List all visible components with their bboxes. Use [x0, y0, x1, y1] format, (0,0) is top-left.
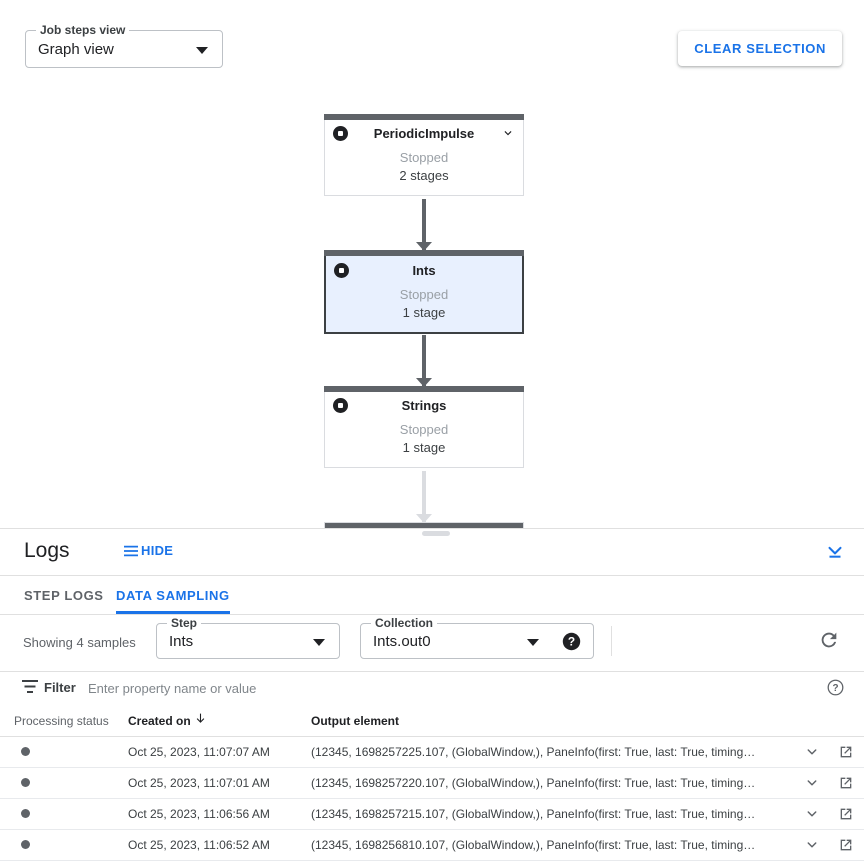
node-title: PeriodicImpulse — [373, 126, 475, 141]
arrow-down-icon — [416, 242, 432, 251]
node-top-bar — [325, 523, 523, 528]
chevron-down-icon — [196, 47, 208, 54]
cell-output-element: (12345, 1698257225.107, (GlobalWindow,),… — [311, 745, 756, 759]
list-lines-icon — [124, 545, 138, 556]
stop-circle-icon — [333, 126, 348, 141]
open-in-new-icon[interactable] — [838, 744, 854, 760]
node-status: Stopped — [399, 287, 449, 302]
status-badge — [21, 840, 30, 849]
status-badge — [21, 747, 30, 756]
svg-text:?: ? — [568, 634, 575, 648]
status-badge — [21, 809, 30, 818]
chevron-down-icon — [313, 639, 325, 646]
cell-created-on: Oct 25, 2023, 11:06:56 AM — [128, 807, 270, 821]
chevron-down-icon[interactable] — [803, 837, 821, 853]
cell-created-on: Oct 25, 2023, 11:06:52 AM — [128, 838, 270, 852]
node-stages: 1 stage — [402, 440, 446, 455]
node-top-bar — [324, 250, 524, 256]
table-row[interactable]: Oct 25, 2023, 11:07:01 AM (12345, 169825… — [0, 768, 864, 799]
column-header-output-element[interactable]: Output element — [311, 714, 400, 728]
hide-logs-label: HIDE — [141, 543, 174, 558]
chevron-down-icon[interactable] — [803, 775, 821, 791]
cell-output-element: (12345, 1698257220.107, (GlobalWindow,),… — [311, 776, 756, 790]
panel-resize-handle[interactable] — [422, 531, 450, 536]
graph-node-partial[interactable] — [324, 522, 524, 528]
hide-logs-button[interactable]: HIDE — [124, 543, 173, 558]
job-steps-view-label: Job steps view — [36, 23, 130, 37]
job-steps-view-select[interactable]: Job steps view Graph view — [25, 23, 223, 68]
node-stages: 1 stage — [402, 305, 446, 320]
help-icon[interactable]: ? — [562, 632, 581, 651]
table-row[interactable]: Oct 25, 2023, 11:06:56 AM (12345, 169825… — [0, 799, 864, 830]
collapse-panel-icon[interactable] — [824, 541, 846, 563]
svg-text:?: ? — [832, 683, 838, 694]
step-select[interactable]: Step Ints — [156, 616, 340, 659]
column-header-processing-status[interactable]: Processing status — [14, 714, 109, 728]
graph-connector — [416, 335, 432, 387]
open-in-new-icon[interactable] — [838, 837, 854, 853]
filter-bar: Filter ? — [0, 668, 864, 707]
controls-divider — [611, 626, 612, 656]
table-header-row: Processing status Created on Output elem… — [0, 706, 864, 737]
table-row[interactable]: Oct 25, 2023, 11:07:07 AM (12345, 169825… — [0, 737, 864, 768]
chevron-down-icon[interactable] — [501, 126, 515, 140]
samples-table: Processing status Created on Output elem… — [0, 706, 864, 861]
step-select-value: Ints — [169, 633, 194, 650]
chevron-down-icon[interactable] — [803, 806, 821, 822]
tab-data-sampling[interactable]: DATA SAMPLING — [116, 576, 230, 614]
help-outline-icon[interactable]: ? — [827, 679, 844, 696]
sampling-controls: Showing 4 samples — [0, 615, 864, 672]
stop-circle-icon — [333, 398, 348, 413]
cell-created-on: Oct 25, 2023, 11:07:01 AM — [128, 776, 270, 790]
node-title: Ints — [412, 263, 436, 278]
logs-title: Logs — [24, 539, 70, 562]
job-steps-view-value: Graph view — [38, 41, 114, 58]
node-title: Strings — [401, 398, 447, 413]
table-row[interactable]: Oct 25, 2023, 11:06:52 AM (12345, 169825… — [0, 830, 864, 861]
arrow-down-icon[interactable] — [194, 711, 207, 726]
showing-samples-text: Showing 4 samples — [23, 635, 136, 650]
node-stages: 2 stages — [399, 168, 449, 183]
graph-node-ints[interactable]: Ints Stopped 1 stage — [324, 250, 524, 334]
node-top-bar — [324, 386, 524, 392]
graph-node-strings[interactable]: Strings Stopped 1 stage — [324, 386, 524, 468]
arrow-down-icon — [416, 378, 432, 387]
filter-icon — [22, 680, 38, 693]
cell-output-element: (12345, 1698257215.107, (GlobalWindow,),… — [311, 807, 756, 821]
refresh-icon[interactable] — [818, 629, 840, 651]
tab-step-logs[interactable]: STEP LOGS — [24, 587, 104, 603]
node-status: Stopped — [399, 150, 449, 165]
job-graph-panel: Job steps view Graph view CLEAR SELECTIO… — [25, 23, 842, 528]
column-header-created-on[interactable]: Created on — [128, 714, 191, 728]
stop-circle-icon — [334, 263, 349, 278]
node-top-bar — [324, 114, 524, 120]
filter-input[interactable] — [86, 677, 790, 699]
chevron-down-icon — [527, 639, 539, 646]
node-status: Stopped — [399, 422, 449, 437]
clear-selection-button[interactable]: CLEAR SELECTION — [678, 31, 842, 66]
filter-label: Filter — [44, 680, 76, 695]
cell-output-element: (12345, 1698256810.107, (GlobalWindow,),… — [311, 838, 756, 852]
step-select-label: Step — [167, 616, 202, 630]
graph-connector — [416, 199, 432, 251]
graph-node-periodicimpulse[interactable]: PeriodicImpulse Stopped 2 stages — [324, 114, 524, 196]
chevron-down-icon[interactable] — [803, 744, 821, 760]
logs-tabs: STEP LOGS DATA SAMPLING — [0, 576, 864, 615]
collection-select-label: Collection — [371, 616, 438, 630]
collection-select-value: Ints.out0 — [373, 633, 431, 650]
collection-select[interactable]: Collection Ints.out0 ? — [360, 616, 594, 659]
cell-created-on: Oct 25, 2023, 11:07:07 AM — [128, 745, 270, 759]
graph-connector — [416, 471, 432, 523]
arrow-down-icon — [416, 514, 432, 523]
open-in-new-icon[interactable] — [838, 806, 854, 822]
open-in-new-icon[interactable] — [838, 775, 854, 791]
logs-header: Logs HIDE — [0, 529, 864, 576]
status-badge — [21, 778, 30, 787]
